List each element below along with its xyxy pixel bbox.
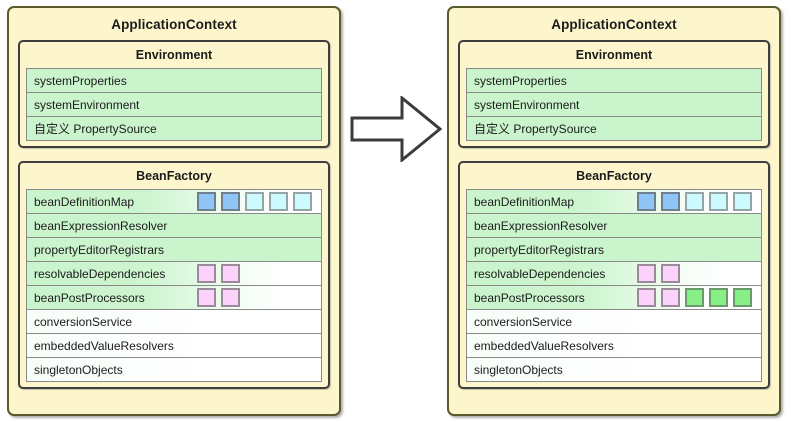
field-row: beanDefinitionMap: [467, 190, 761, 214]
field-row: resolvableDependencies: [27, 262, 321, 286]
field-row-label: systemProperties: [34, 73, 127, 88]
entry-chip-pink: [661, 264, 680, 283]
entry-chip-blue: [661, 192, 680, 211]
field-row-label: singletonObjects: [474, 362, 563, 377]
entry-chip-pink: [197, 264, 216, 283]
field-row-label: beanDefinitionMap: [474, 194, 575, 209]
panel-title-before: ApplicationContext: [111, 17, 237, 32]
application-context-panel-after: ApplicationContext Environment systemPro…: [447, 6, 781, 416]
environment-group-before: Environment systemProperties systemEnviro…: [18, 40, 330, 148]
field-row: beanPostProcessors: [467, 286, 761, 310]
field-row: beanExpressionResolver: [27, 214, 321, 238]
arrow-right-icon: [350, 94, 443, 164]
entry-chip-pink: [197, 288, 216, 307]
beanfactory-rows-before: beanDefinitionMap beanExpressionResolver p…: [26, 189, 322, 382]
entry-chip-group: [197, 192, 312, 211]
entry-chip-group: [637, 288, 752, 307]
entry-chip-group: [637, 264, 680, 283]
entry-chip-green: [709, 288, 728, 307]
entry-chip-pink: [637, 264, 656, 283]
entry-chip-cyan: [733, 192, 752, 211]
field-row: embeddedValueResolvers: [27, 334, 321, 358]
entry-chip-cyan: [293, 192, 312, 211]
transition-arrow: [350, 94, 443, 164]
beanfactory-group-title-before: BeanFactory: [136, 169, 212, 183]
entry-chip-cyan: [685, 192, 704, 211]
entry-chip-group: [197, 288, 240, 307]
field-row: singletonObjects: [467, 358, 761, 382]
field-row-label: systemEnvironment: [474, 97, 580, 112]
environment-group-title-before: Environment: [135, 48, 213, 62]
field-row: conversionService: [467, 310, 761, 334]
entry-chip-blue: [221, 192, 240, 211]
environment-group-title-after: Environment: [575, 48, 653, 62]
field-row-label: 自定义 PropertySource: [474, 122, 597, 136]
entry-chip-pink: [637, 288, 656, 307]
field-row: singletonObjects: [27, 358, 321, 382]
field-row: conversionService: [27, 310, 321, 334]
field-row: beanPostProcessors: [27, 286, 321, 310]
field-row: systemEnvironment: [27, 93, 321, 117]
field-row: beanDefinitionMap: [27, 190, 321, 214]
field-row-label: resolvableDependencies: [474, 266, 606, 281]
environment-group-after: Environment systemProperties systemEnviro…: [458, 40, 770, 148]
entry-chip-green: [733, 288, 752, 307]
entry-chip-blue: [197, 192, 216, 211]
field-row: resolvableDependencies: [467, 262, 761, 286]
field-row: beanExpressionResolver: [467, 214, 761, 238]
field-row-label: beanExpressionResolver: [34, 218, 168, 233]
field-row: propertyEditorRegistrars: [467, 238, 761, 262]
field-row: 自定义 PropertySource: [467, 117, 761, 141]
beanfactory-group-title-after: BeanFactory: [576, 169, 652, 183]
field-row-label: singletonObjects: [34, 362, 123, 377]
entry-chip-cyan: [709, 192, 728, 211]
entry-chip-group: [637, 192, 752, 211]
field-row: 自定义 PropertySource: [27, 117, 321, 141]
field-row-label: beanPostProcessors: [474, 290, 585, 305]
field-row: embeddedValueResolvers: [467, 334, 761, 358]
beanfactory-group-after: BeanFactory beanDefinitionMap beanExpress…: [458, 161, 770, 389]
field-row-label: propertyEditorRegistrars: [34, 242, 165, 257]
field-row: systemEnvironment: [467, 93, 761, 117]
entry-chip-group: [197, 264, 240, 283]
field-row: systemProperties: [467, 69, 761, 93]
entry-chip-pink: [661, 288, 680, 307]
field-row-label: beanDefinitionMap: [34, 194, 135, 209]
field-row-label: resolvableDependencies: [34, 266, 166, 281]
field-row-label: conversionService: [34, 314, 133, 329]
field-row: propertyEditorRegistrars: [27, 238, 321, 262]
entry-chip-pink: [221, 288, 240, 307]
entry-chip-cyan: [245, 192, 264, 211]
field-row-label: systemEnvironment: [34, 97, 140, 112]
entry-chip-blue: [637, 192, 656, 211]
entry-chip-pink: [221, 264, 240, 283]
field-row: systemProperties: [27, 69, 321, 93]
field-row-label: beanExpressionResolver: [474, 218, 608, 233]
environment-rows-before: systemProperties systemEnvironment 自定义 Pro…: [26, 68, 322, 141]
entry-chip-cyan: [269, 192, 288, 211]
beanfactory-group-before: BeanFactory beanDefinitionMap beanExpress…: [18, 161, 330, 389]
beanfactory-rows-after: beanDefinitionMap beanExpressionResolver p…: [466, 189, 762, 382]
application-context-panel-before: ApplicationContext Environment systemPro…: [7, 6, 341, 416]
field-row-label: beanPostProcessors: [34, 290, 145, 305]
environment-rows-after: systemProperties systemEnvironment 自定义 Pro…: [466, 68, 762, 141]
field-row-label: propertyEditorRegistrars: [474, 242, 605, 257]
entry-chip-green: [685, 288, 704, 307]
panel-title-after: ApplicationContext: [551, 17, 677, 32]
field-row-label: embeddedValueResolvers: [474, 338, 614, 353]
field-row-label: conversionService: [474, 314, 573, 329]
field-row-label: 自定义 PropertySource: [34, 122, 157, 136]
field-row-label: embeddedValueResolvers: [34, 338, 174, 353]
field-row-label: systemProperties: [474, 73, 567, 88]
